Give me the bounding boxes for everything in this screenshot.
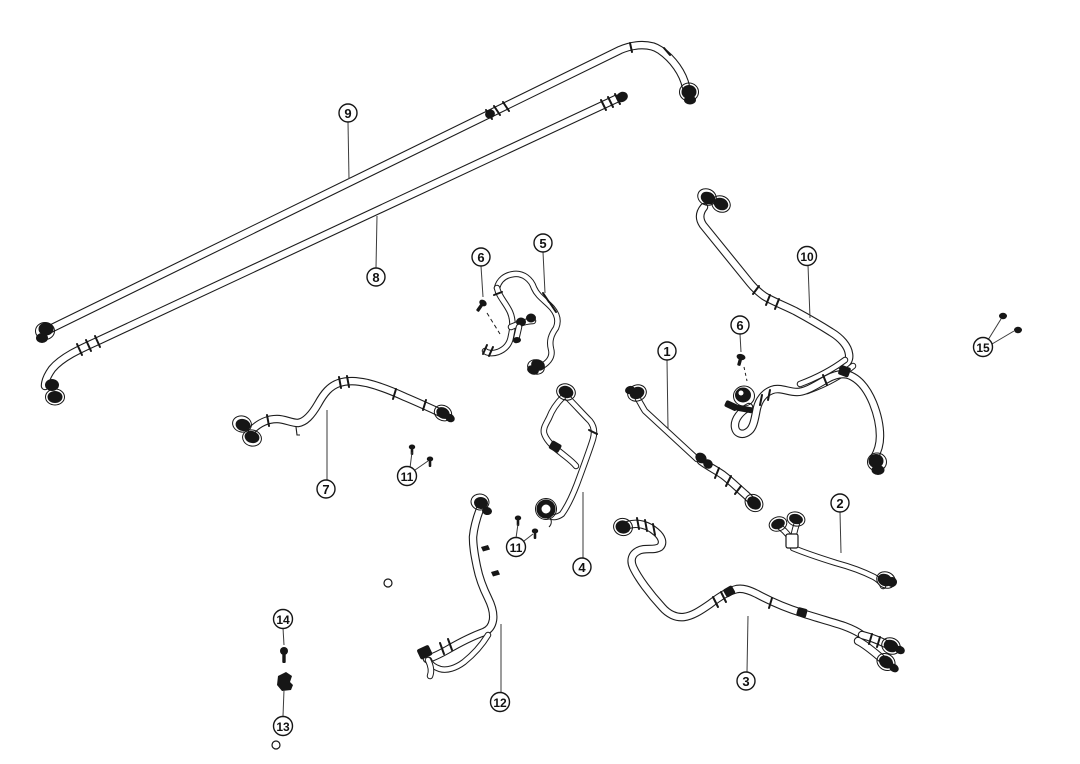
svg-text:12: 12 bbox=[493, 696, 507, 710]
svg-text:14: 14 bbox=[276, 613, 290, 627]
svg-text:3: 3 bbox=[742, 674, 749, 689]
svg-text:6: 6 bbox=[477, 250, 484, 265]
svg-text:11: 11 bbox=[510, 541, 523, 555]
svg-text:13: 13 bbox=[276, 720, 290, 734]
svg-text:7: 7 bbox=[322, 482, 329, 497]
svg-text:11: 11 bbox=[401, 470, 414, 484]
svg-text:9: 9 bbox=[344, 106, 351, 121]
svg-text:15: 15 bbox=[976, 341, 990, 355]
svg-text:2: 2 bbox=[836, 496, 843, 511]
svg-text:6: 6 bbox=[736, 318, 743, 333]
svg-text:4: 4 bbox=[578, 560, 586, 575]
svg-text:5: 5 bbox=[539, 236, 546, 251]
svg-text:1: 1 bbox=[663, 344, 670, 359]
svg-text:10: 10 bbox=[800, 250, 814, 264]
svg-text:8: 8 bbox=[372, 270, 379, 285]
